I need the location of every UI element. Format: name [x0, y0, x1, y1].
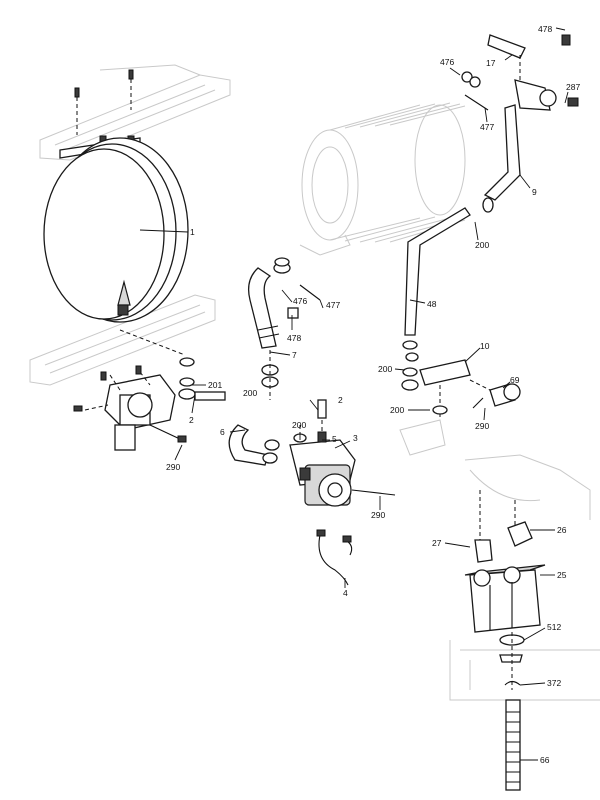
callout-512: 512	[547, 622, 561, 632]
callout-201: 201	[208, 380, 222, 390]
callout-477-top: 477	[480, 122, 494, 132]
callout-6: 6	[220, 427, 225, 437]
expansion-vessel	[43, 135, 189, 323]
callout-477-left: 477	[326, 300, 340, 310]
callout-69: 69	[510, 375, 520, 385]
callout-25: 25	[557, 570, 567, 580]
callout-17: 17	[486, 58, 496, 68]
callout-478-left: 478	[287, 333, 301, 343]
pump-cable-4	[316, 529, 353, 586]
callout-290-pump: 290	[371, 510, 385, 520]
callout-2-pump: 2	[338, 395, 343, 405]
pipe-48	[402, 207, 471, 350]
callout-476-left: 476	[293, 296, 307, 306]
callout-5: 5	[332, 434, 337, 444]
callout-200-manifold-top: 200	[378, 364, 392, 374]
callout-48: 48	[427, 299, 437, 309]
callout-476-top: 476	[440, 57, 454, 67]
left-pump-assembly	[73, 365, 187, 451]
return-pipe-clip	[273, 257, 321, 319]
callout-26: 26	[557, 525, 567, 535]
callout-4: 4	[343, 588, 348, 598]
ghost-frame-top-left	[39, 64, 231, 161]
callout-200-pump: 200	[292, 420, 306, 430]
callout-372: 372	[547, 678, 561, 688]
trap-seal-and-clip	[499, 632, 525, 690]
callout-478-top: 478	[538, 24, 552, 34]
flow-pipe-6	[228, 424, 280, 466]
callout-66: 66	[540, 755, 550, 765]
ghost-frame-bottom-right	[449, 454, 600, 701]
callout-287: 287	[566, 82, 580, 92]
callout-10: 10	[480, 341, 490, 351]
callout-2-left: 2	[189, 415, 194, 425]
callout-27: 27	[432, 538, 442, 548]
condensate-trap	[464, 564, 546, 633]
pump	[289, 439, 396, 507]
return-pipe-7	[247, 267, 280, 400]
callout-290-manifold: 290	[475, 421, 489, 431]
pump-fittings	[293, 399, 327, 443]
callout-290-left: 290	[166, 462, 180, 472]
vessel-screws	[74, 69, 134, 135]
o-rings-top	[461, 71, 489, 111]
callout-9: 9	[532, 187, 537, 197]
callout-200-exchanger: 200	[475, 240, 489, 250]
callout-labels: 1 2 201 290 6 200 7 476 478 477 2 200 5 …	[166, 24, 580, 765]
leader-lines	[139, 27, 569, 761]
callout-1: 1	[190, 227, 195, 237]
callout-200-left: 200	[243, 388, 257, 398]
top-valve-assembly	[487, 34, 579, 111]
callout-200-manifold-bottom: 200	[390, 405, 404, 415]
trap-elbows	[474, 490, 533, 563]
drain-hose-66	[505, 699, 521, 791]
manifold-seals	[405, 352, 448, 415]
ghost-frame-mid-left	[29, 294, 216, 386]
manifold-10	[399, 359, 471, 456]
callout-3: 3	[353, 433, 358, 443]
ghost-heat-exchanger	[299, 102, 466, 256]
filter-69	[469, 379, 521, 409]
left-seals-and-nipple	[119, 329, 226, 401]
callout-7: 7	[292, 350, 297, 360]
